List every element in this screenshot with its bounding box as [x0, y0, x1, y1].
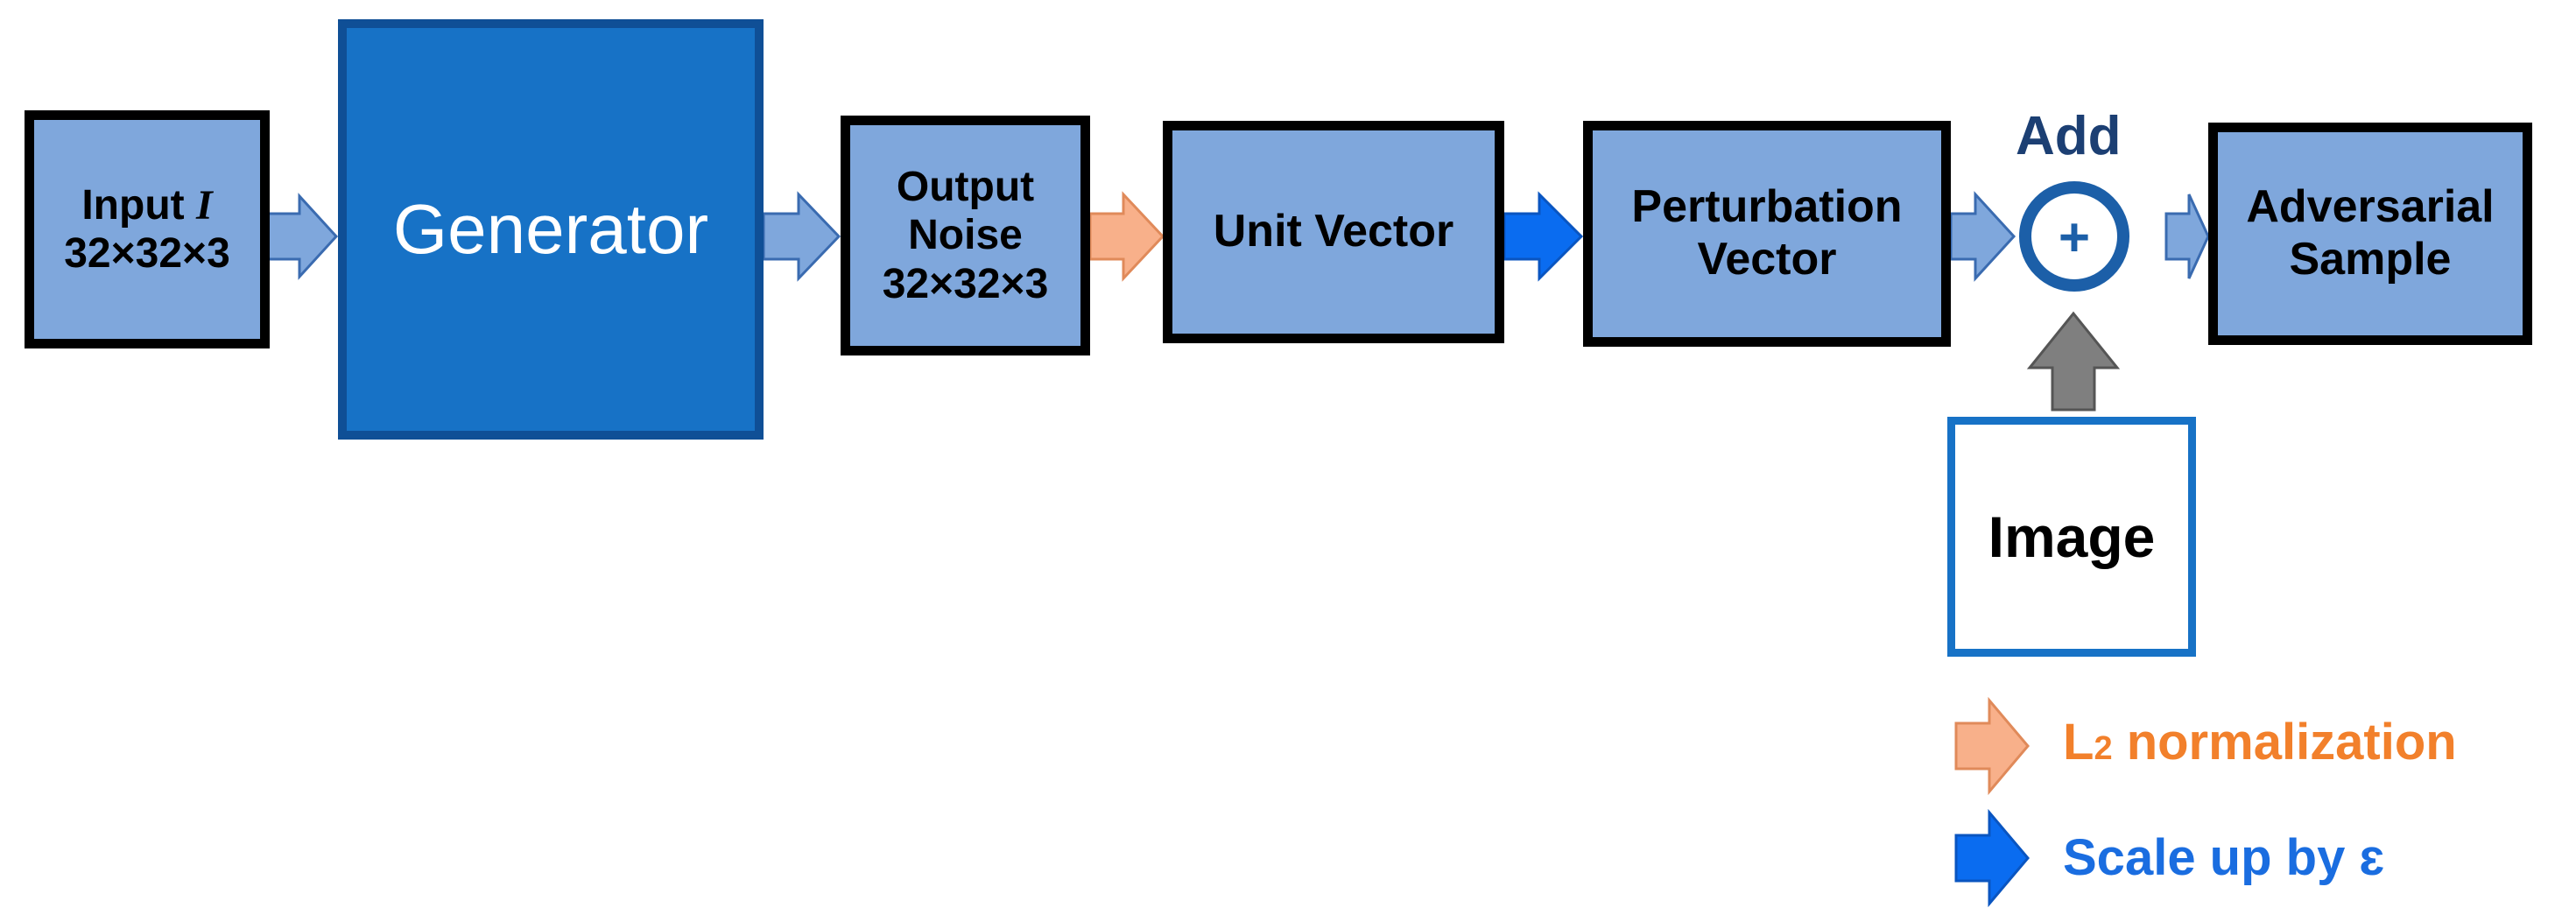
unit-vector-label: Unit Vector: [1213, 206, 1454, 257]
image-label: Image: [1988, 504, 2156, 569]
legend-l2-normalization: L2 normalization: [2063, 714, 2457, 771]
arrow-perturbation-to-add: [1949, 191, 2016, 282]
add-symbol: +: [2059, 208, 2090, 268]
arrow-input-to-generator: [264, 193, 339, 280]
adversarial-sample-box: Adversarial Sample: [2208, 123, 2532, 345]
adversarial-sample-line2: Sample: [2289, 234, 2452, 285]
input-label: Input I: [81, 181, 213, 229]
unit-vector-box: Unit Vector: [1163, 121, 1504, 343]
perturbation-vector-box: Perturbation Vector: [1583, 121, 1951, 347]
image-box: Image: [1947, 417, 2196, 657]
perturbation-vector-line1: Perturbation: [1631, 181, 1903, 233]
legend-l2-arrow-icon: [1954, 696, 2030, 796]
arrow-l2-normalization: [1088, 191, 1165, 282]
add-circle: [2019, 181, 2129, 292]
legend-l2-subscript: 2: [2094, 730, 2113, 767]
arrow-scale-up: [1503, 191, 1584, 282]
output-noise-dimensions: 32×32×3: [882, 260, 1049, 307]
output-noise-box: Output Noise 32×32×3: [841, 116, 1090, 355]
output-noise-line2: Noise: [908, 212, 1023, 259]
legend-scale-up: Scale up by ɛ: [2063, 829, 2385, 886]
generator-label: Generator: [392, 190, 709, 268]
input-dimensions: 32×32×3: [64, 230, 230, 277]
perturbation-vector-line2: Vector: [1697, 234, 1837, 285]
add-label: Add: [2016, 106, 2122, 166]
legend-scale-arrow-icon: [1954, 808, 2030, 908]
output-noise-line1: Output: [896, 164, 1035, 211]
arrow-add-to-adversarial: [2164, 194, 2210, 279]
arrow-generator-to-output-noise: [762, 191, 841, 282]
adversarial-sample-line1: Adversarial: [2246, 181, 2495, 233]
generator-box: Generator: [338, 19, 764, 440]
arrow-image-to-add: [2026, 311, 2121, 412]
input-box: Input I 32×32×3: [25, 110, 270, 348]
